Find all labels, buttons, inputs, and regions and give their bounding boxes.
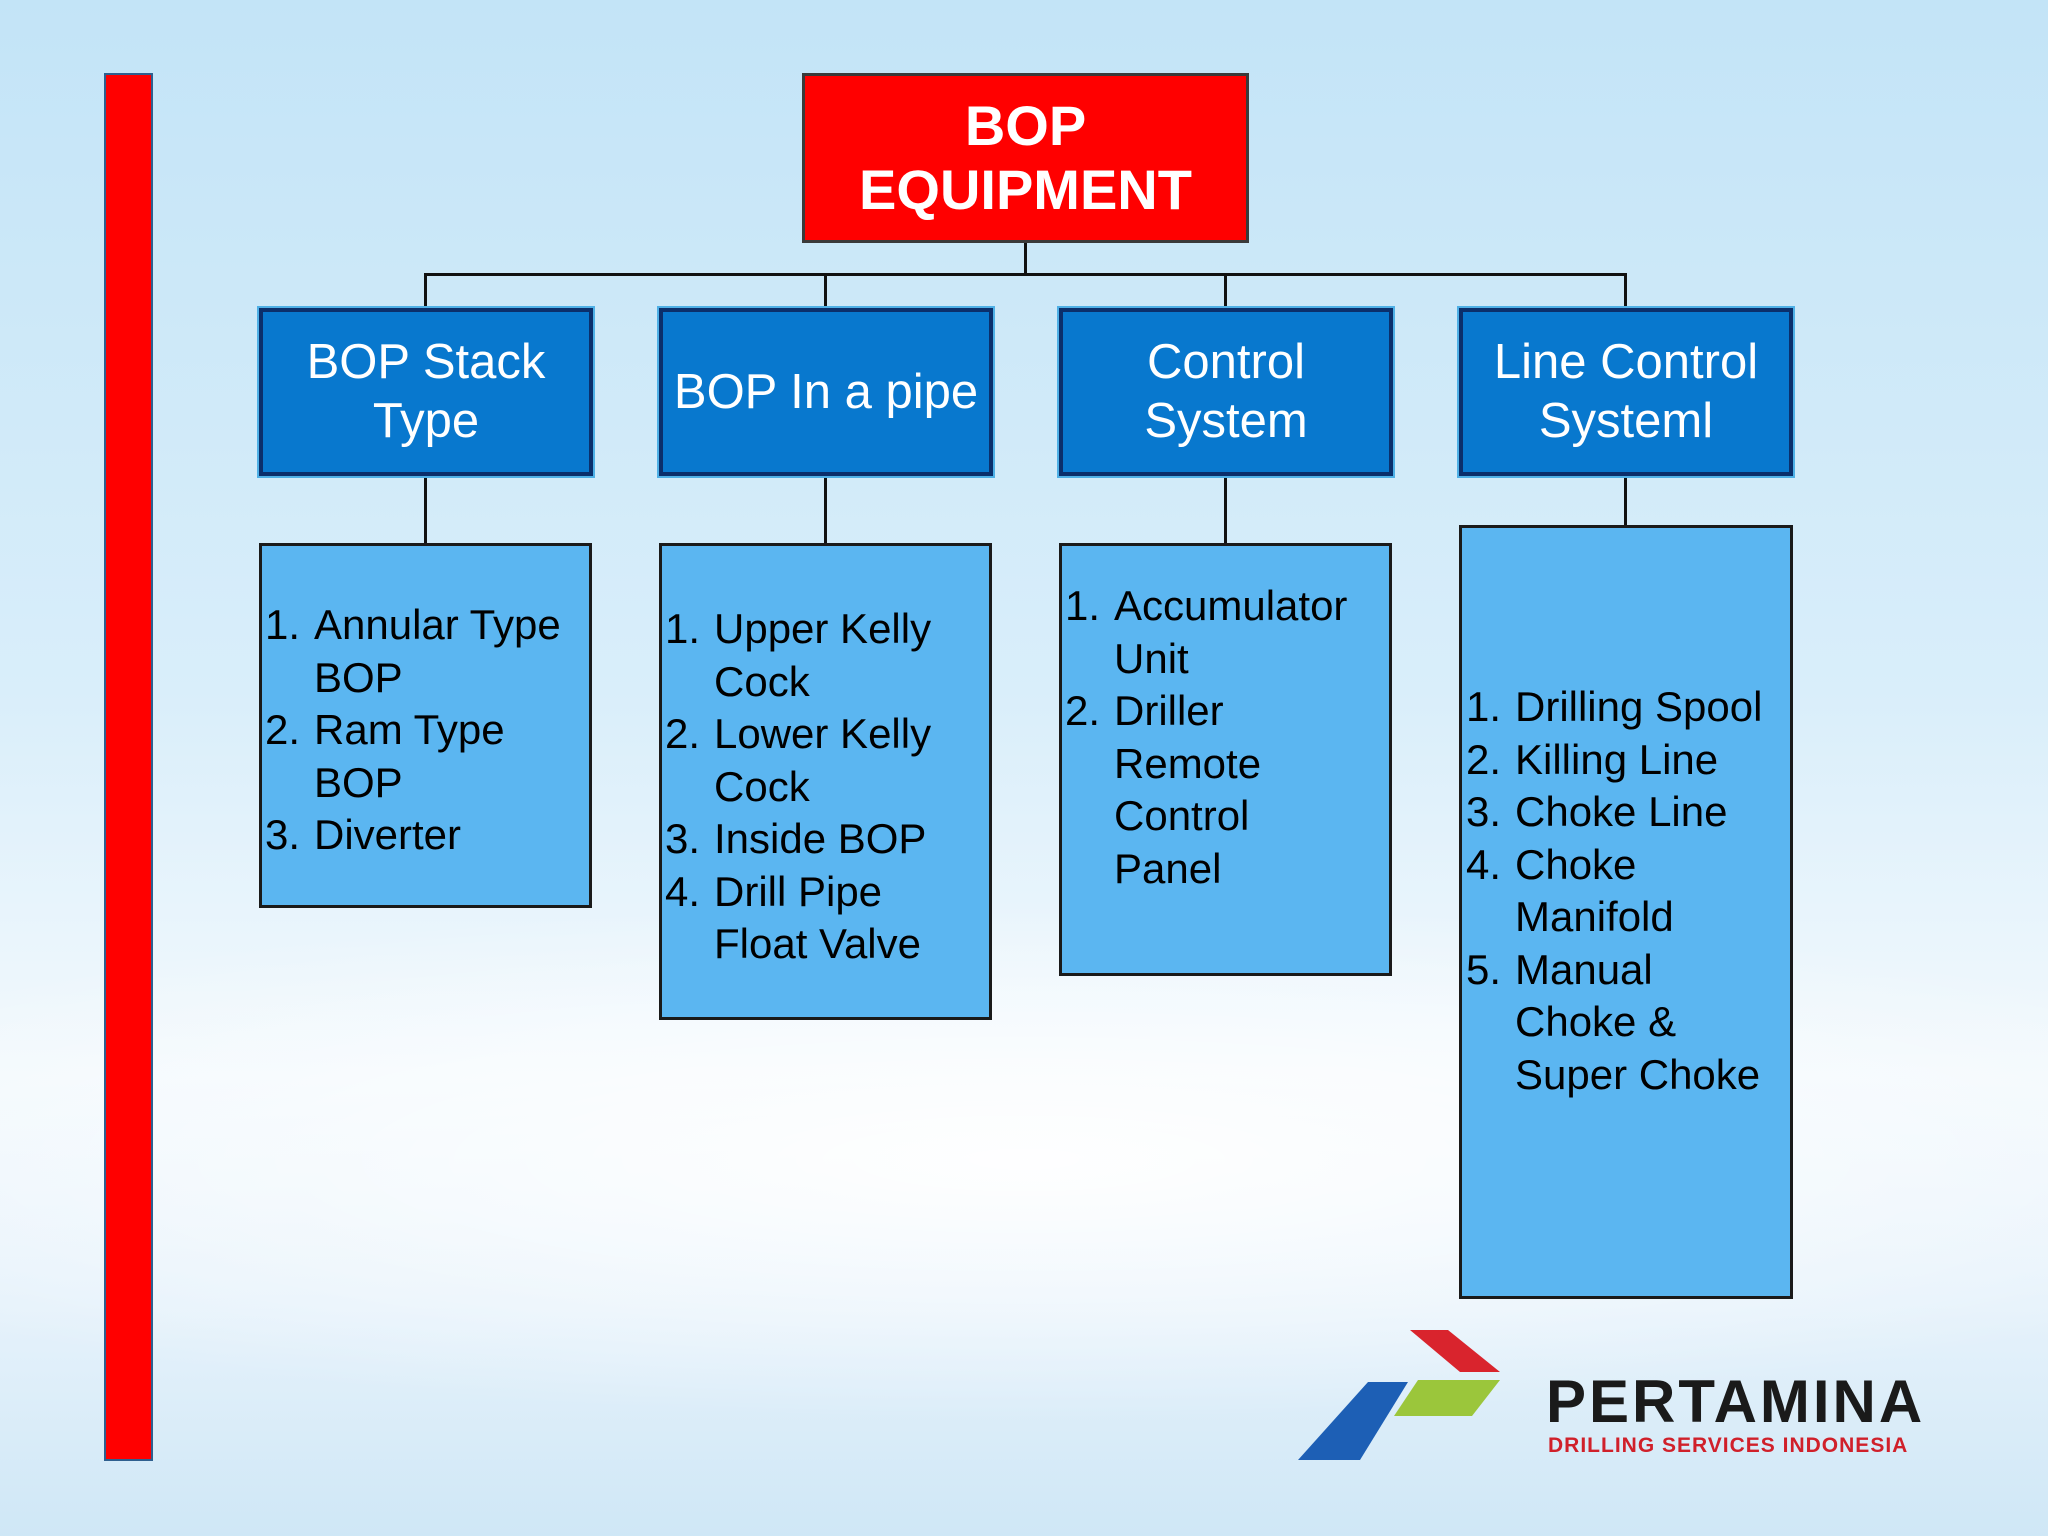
list-item: 4.Drill Pipe Float Valve <box>665 867 921 968</box>
list-item: 3.Diverter <box>265 811 462 858</box>
category-label-line2: System <box>1144 394 1308 448</box>
decorative-red-bar <box>104 73 153 1461</box>
category-control-system: Control System <box>1059 308 1393 476</box>
list-bop-in-a-pipe: 1.Upper Kelly Cock 2.Lower Kelly Cock 3.… <box>659 543 992 1020</box>
connector-cat3-list <box>1224 478 1227 544</box>
category-bop-in-a-pipe: BOP In a pipe <box>659 308 993 476</box>
category-label-line2: Systeml <box>1538 394 1714 448</box>
connector-drop-3 <box>1224 273 1227 310</box>
list-item: 3.Choke Line <box>1466 788 1728 835</box>
list-item: 2.Driller Remote Control Panel <box>1065 687 1262 892</box>
root-node: BOP EQUIPMENT <box>802 73 1249 243</box>
list-line-control-system: 1.Drilling Spool 2.Killing Line 3.Choke … <box>1459 525 1793 1299</box>
pertamina-logo: PERTAMINA DRILLING SERVICES INDONESIA <box>1298 1330 1950 1460</box>
connector-cat4-list <box>1624 478 1627 526</box>
connector-horizontal <box>424 273 1627 276</box>
list-item: 3.Inside BOP <box>665 815 927 862</box>
list-item: 5.Manual Choke & Super Choke <box>1466 945 1761 1098</box>
list-item: 4.Choke Manifold <box>1466 840 1674 941</box>
category-label-line1: BOP In a pipe <box>673 364 979 419</box>
connector-cat2-list <box>824 478 827 544</box>
connector-cat1-list <box>424 478 427 544</box>
category-label-line1: BOP Stack <box>306 335 546 389</box>
root-title-line2: EQUIPMENT <box>859 158 1192 221</box>
list-item: 2.Killing Line <box>1466 735 1719 783</box>
list-item: 1.Annular Type BOP <box>265 601 561 701</box>
list-item: 1.Upper Kelly Cock <box>665 605 932 705</box>
connector-drop-2 <box>824 273 827 310</box>
list-item: 1.Accumulator Unit <box>1065 582 1348 682</box>
list-bop-stack-type: 1.Annular Type BOP 2.Ram Type BOP 3.Dive… <box>259 543 592 908</box>
list-item: 1.Drilling Spool <box>1466 683 1763 730</box>
list-item: 2.Lower Kelly Cock <box>665 710 932 810</box>
category-line-control-system: Line Control Systeml <box>1459 308 1793 476</box>
logo-subtitle: DRILLING SERVICES INDONESIA <box>1548 1434 1909 1457</box>
connector-drop-1 <box>424 273 427 310</box>
list-item: 2.Ram Type BOP <box>265 706 505 806</box>
category-bop-stack-type: BOP Stack Type <box>259 308 593 476</box>
category-label-line1: Control <box>1147 335 1305 389</box>
logo-name: PERTAMINA <box>1546 1368 1926 1435</box>
connector-root-down <box>1024 243 1027 275</box>
category-label-line1: Line Control <box>1493 335 1759 389</box>
list-control-system: 1.Accumulator Unit 2.Driller Remote Cont… <box>1059 543 1392 976</box>
pertamina-emblem-icon <box>1298 1330 1500 1460</box>
category-label-line2: Type <box>372 394 480 448</box>
root-title-line1: BOP <box>964 94 1087 157</box>
connector-drop-4 <box>1624 273 1627 310</box>
